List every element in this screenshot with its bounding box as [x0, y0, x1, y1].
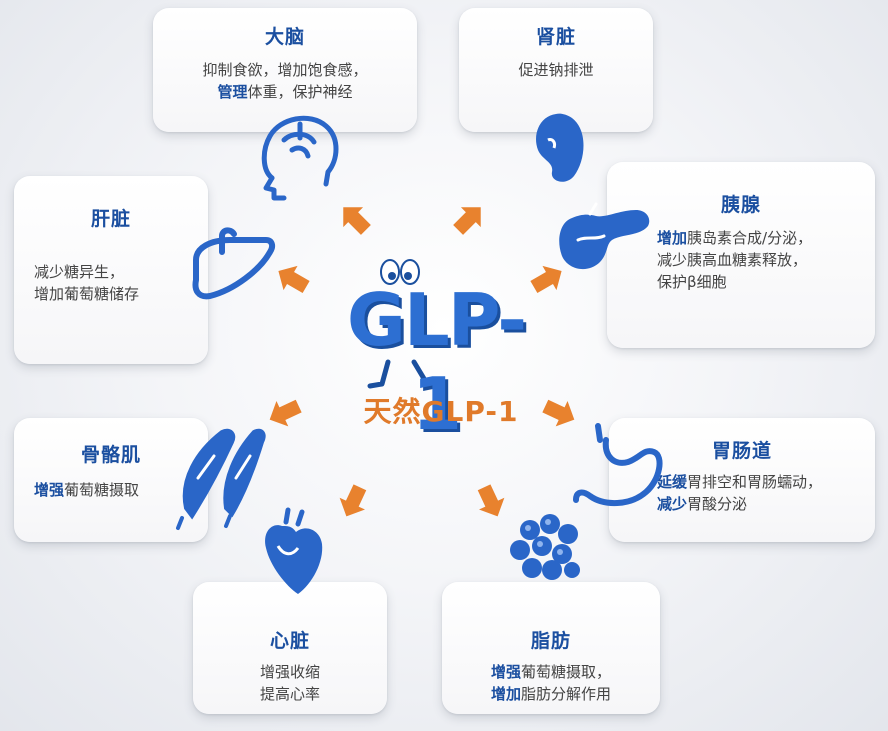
fat-title: 脂肪 — [530, 630, 571, 652]
brain-icon — [261, 115, 339, 201]
arrow-pancreas — [530, 265, 562, 294]
arrow-brain — [343, 207, 371, 235]
arrows — [269, 207, 575, 517]
fat-line-2: 增加脂肪分解作用 — [442, 683, 660, 705]
card-liver: 肝脏 减少糖异生， 增加葡萄糖储存 — [14, 176, 208, 364]
pancreas-line-3: 保护β细胞 — [657, 273, 727, 291]
fat-highlight-1: 增强 — [490, 663, 521, 681]
center-label: 天然GLP-1 — [363, 395, 519, 428]
gut-highlight-2: 减少 — [657, 495, 688, 513]
pancreas-line-2: 减少胰高血糖素释放， — [657, 251, 808, 269]
arrow-liver — [278, 265, 310, 294]
gut-title: 胃肠道 — [711, 440, 772, 462]
card-muscle: 骨骼肌 增强葡萄糖摄取 — [14, 418, 208, 542]
kidney-title: 肾脏 — [535, 26, 576, 48]
muscle-line-1-rest: 葡萄糖摄取 — [64, 481, 140, 499]
gut-line-2-rest: 胃酸分泌 — [687, 495, 748, 513]
gut-line-2: 减少胃酸分泌 — [657, 493, 875, 515]
fat-line-2-rest: 脂肪分解作用 — [521, 685, 612, 703]
fat-line-1: 增强葡萄糖摄取， — [442, 661, 660, 683]
pancreas-line-1-rest: 胰岛素合成/分泌， — [687, 229, 813, 247]
arrow-gut — [542, 399, 575, 427]
muscle-title: 骨骼肌 — [80, 444, 141, 466]
glp1-mascot-icon — [367, 259, 441, 389]
liver-line-2: 增加葡萄糖储存 — [34, 285, 140, 303]
arrow-fat — [477, 484, 505, 517]
stomach-icon — [573, 423, 663, 507]
arrow-heart — [339, 484, 367, 517]
pancreas-line-1: 增加胰岛素合成/分泌， — [657, 227, 875, 249]
pancreas-title: 胰腺 — [720, 194, 761, 216]
kidney-icon — [536, 113, 584, 182]
brain-highlight: 管理 — [217, 83, 248, 101]
brain-line-1: 抑制食欲，增加饱食感， — [202, 61, 368, 79]
kidney-line-1: 促进钠排泄 — [518, 61, 594, 79]
heart-title: 心脏 — [269, 630, 310, 652]
fat-cells-icon — [510, 514, 580, 580]
fat-highlight-2: 增加 — [490, 685, 521, 703]
card-fat: 脂肪 增强葡萄糖摄取， 增加脂肪分解作用 — [442, 582, 660, 714]
muscle-highlight: 增强 — [34, 481, 65, 499]
arrow-kidney — [453, 207, 481, 235]
card-pancreas: 胰腺 增加胰岛素合成/分泌， 减少胰高血糖素释放， 保护β细胞 — [607, 162, 875, 348]
gut-line-1-rest: 胃排空和胃肠蠕动， — [687, 473, 823, 491]
brain-line-2: 管理体重，保护神经 — [153, 81, 417, 103]
heart-icon — [265, 507, 323, 594]
card-heart: 心脏 增强收缩 提高心率 — [193, 582, 387, 714]
liver-line-1: 减少糖异生， — [34, 263, 125, 281]
pancreas-highlight: 增加 — [657, 229, 688, 247]
glp1-logo: GLP-1 — [346, 278, 527, 446]
brain-title: 大脑 — [264, 26, 305, 48]
heart-line-2: 提高心率 — [259, 685, 320, 703]
gut-line-1: 延缓胃排空和胃肠蠕动， — [657, 471, 875, 493]
muscle-icon — [176, 428, 266, 530]
card-brain: 大脑 抑制食欲，增加饱食感， 管理体重，保护神经 — [153, 8, 417, 132]
brain-line-2-rest: 体重，保护神经 — [247, 83, 353, 101]
pancreas-icon — [559, 202, 650, 270]
fat-line-1-rest: 葡萄糖摄取， — [521, 663, 612, 681]
liver-title: 肝脏 — [90, 208, 131, 230]
liver-icon — [192, 227, 276, 300]
muscle-line-1: 增强葡萄糖摄取 — [34, 479, 208, 501]
card-kidney: 肾脏 促进钠排泄 — [459, 8, 653, 132]
gut-highlight-1: 延缓 — [657, 473, 688, 491]
heart-line-1: 增强收缩 — [259, 663, 320, 681]
arrow-muscle — [269, 399, 302, 427]
